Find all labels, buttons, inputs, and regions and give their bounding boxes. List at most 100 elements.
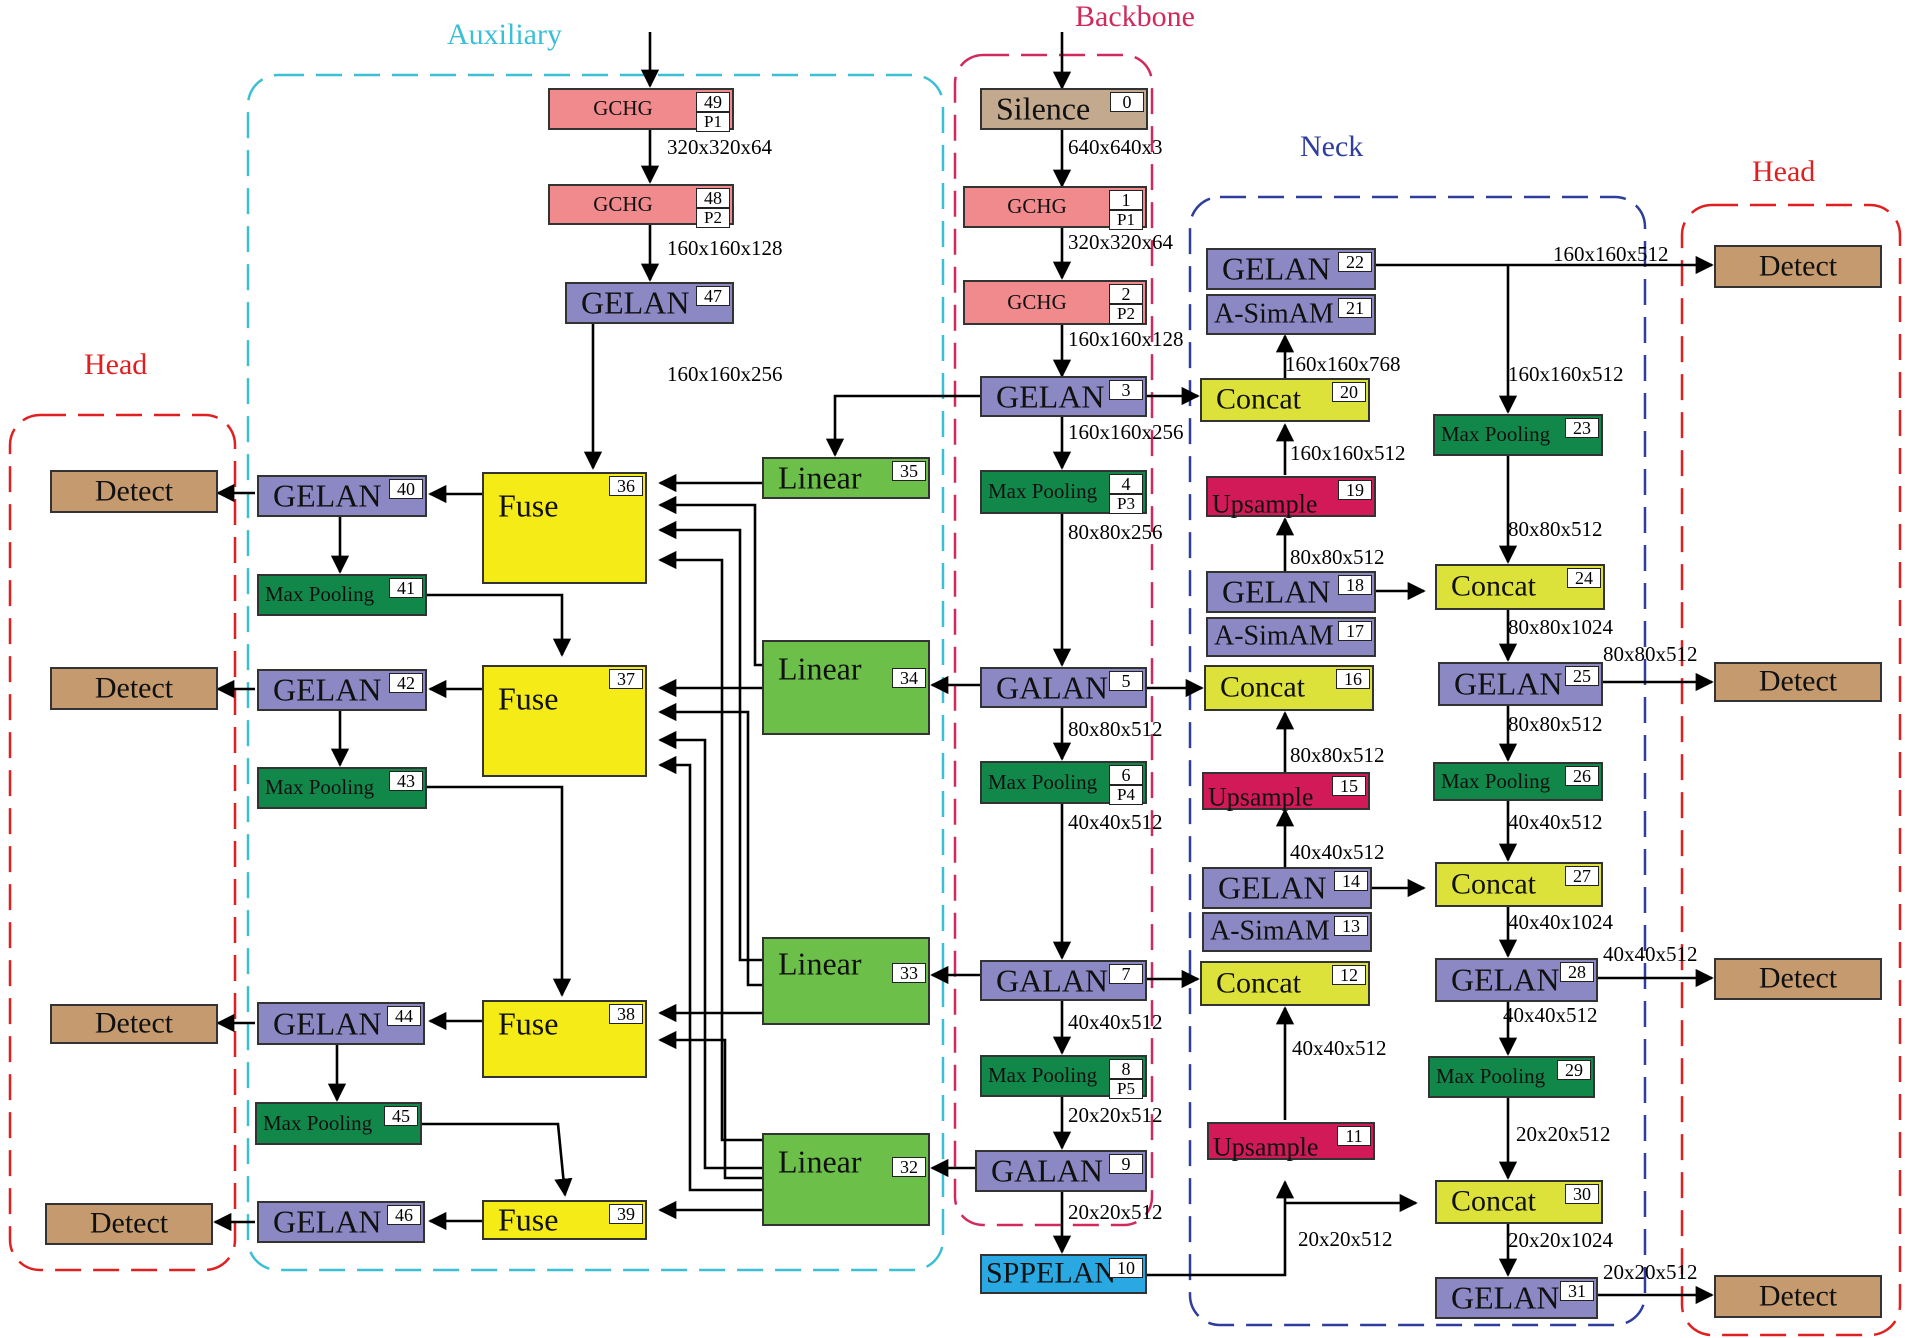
edge-3-35 [825,394,980,457]
dim-label: 40x40x512 [1503,1003,1598,1027]
detect-head-left-3: Detect [50,1004,218,1044]
dim-label: 80x80x512 [1508,517,1603,541]
detect-head-left-4: Detect [45,1203,213,1245]
dim-label: 40x40x512 [1508,810,1603,834]
dim-label: 80x80x256 [1068,520,1163,544]
edge-33-37 [658,702,762,987]
edge-32-38 [658,1030,762,1180]
dim-label: 20x20x512 [1068,1200,1163,1224]
detect-head-right-1: Detect [1714,245,1882,288]
auxiliary-region-label: Auxiliary [447,18,562,51]
dim-label: 160x160x512 [1508,362,1624,386]
dim-label: 20x20x512 [1298,1227,1393,1251]
dim-label: 80x80x512 [1508,712,1603,736]
detect-head-right-3: Detect [1714,958,1882,1000]
dim-label: 160x160x512 [1553,242,1669,266]
dim-label: 80x80x512 [1068,717,1163,741]
dim-label: 40x40x512 [1603,942,1698,966]
neck-region-outline [1188,195,1647,1327]
dim-label: 320x320x64 [667,135,772,159]
dim-label: 80x80x512 [1290,545,1385,569]
backbone-region-label: Backbone [1075,0,1195,33]
dim-label: 160x160x768 [1285,352,1401,376]
edge-10-11 [1147,1180,1295,1277]
dim-label: 160x160x128 [667,236,783,260]
head-right-region-outline [1680,203,1902,1337]
head-left-region-label: Head [84,348,148,381]
dim-label: 40x40x512 [1290,840,1385,864]
detect-head-right-4: Detect [1714,1275,1882,1318]
head-left-region-outline [8,413,237,1272]
dim-label: 40x40x512 [1068,1010,1163,1034]
edge-41-37 [425,593,572,657]
dim-label: 20x20x512 [1603,1260,1698,1284]
edge-45-39 [420,1122,573,1197]
head-right-region-label: Head [1752,155,1816,188]
dim-label: 160x160x256 [667,362,783,386]
detect-head-right-2: Detect [1714,662,1882,702]
edge-34-36 [658,495,762,667]
dim-label: 20x20x512 [1068,1103,1163,1127]
neck-region-label: Neck [1300,130,1364,163]
detect-head-left-1: Detect [50,470,218,513]
backbone-region-outline [953,53,1154,1227]
edge-32-36 [658,550,762,1142]
dim-label: 160x160x128 [1068,327,1184,351]
edge-32-37b [658,755,762,1192]
dim-label: 320x320x64 [1068,230,1173,254]
dim-label: 80x80x512 [1290,743,1385,767]
edge-43-38 [425,785,572,997]
dim-label: 20x20x1024 [1508,1228,1613,1252]
dim-label: 160x160x512 [1290,441,1406,465]
dim-label: 80x80x512 [1603,642,1698,666]
edge-32-37 [658,730,762,1170]
dim-label: 80x80x1024 [1508,615,1613,639]
dim-label: 20x20x512 [1516,1122,1611,1146]
